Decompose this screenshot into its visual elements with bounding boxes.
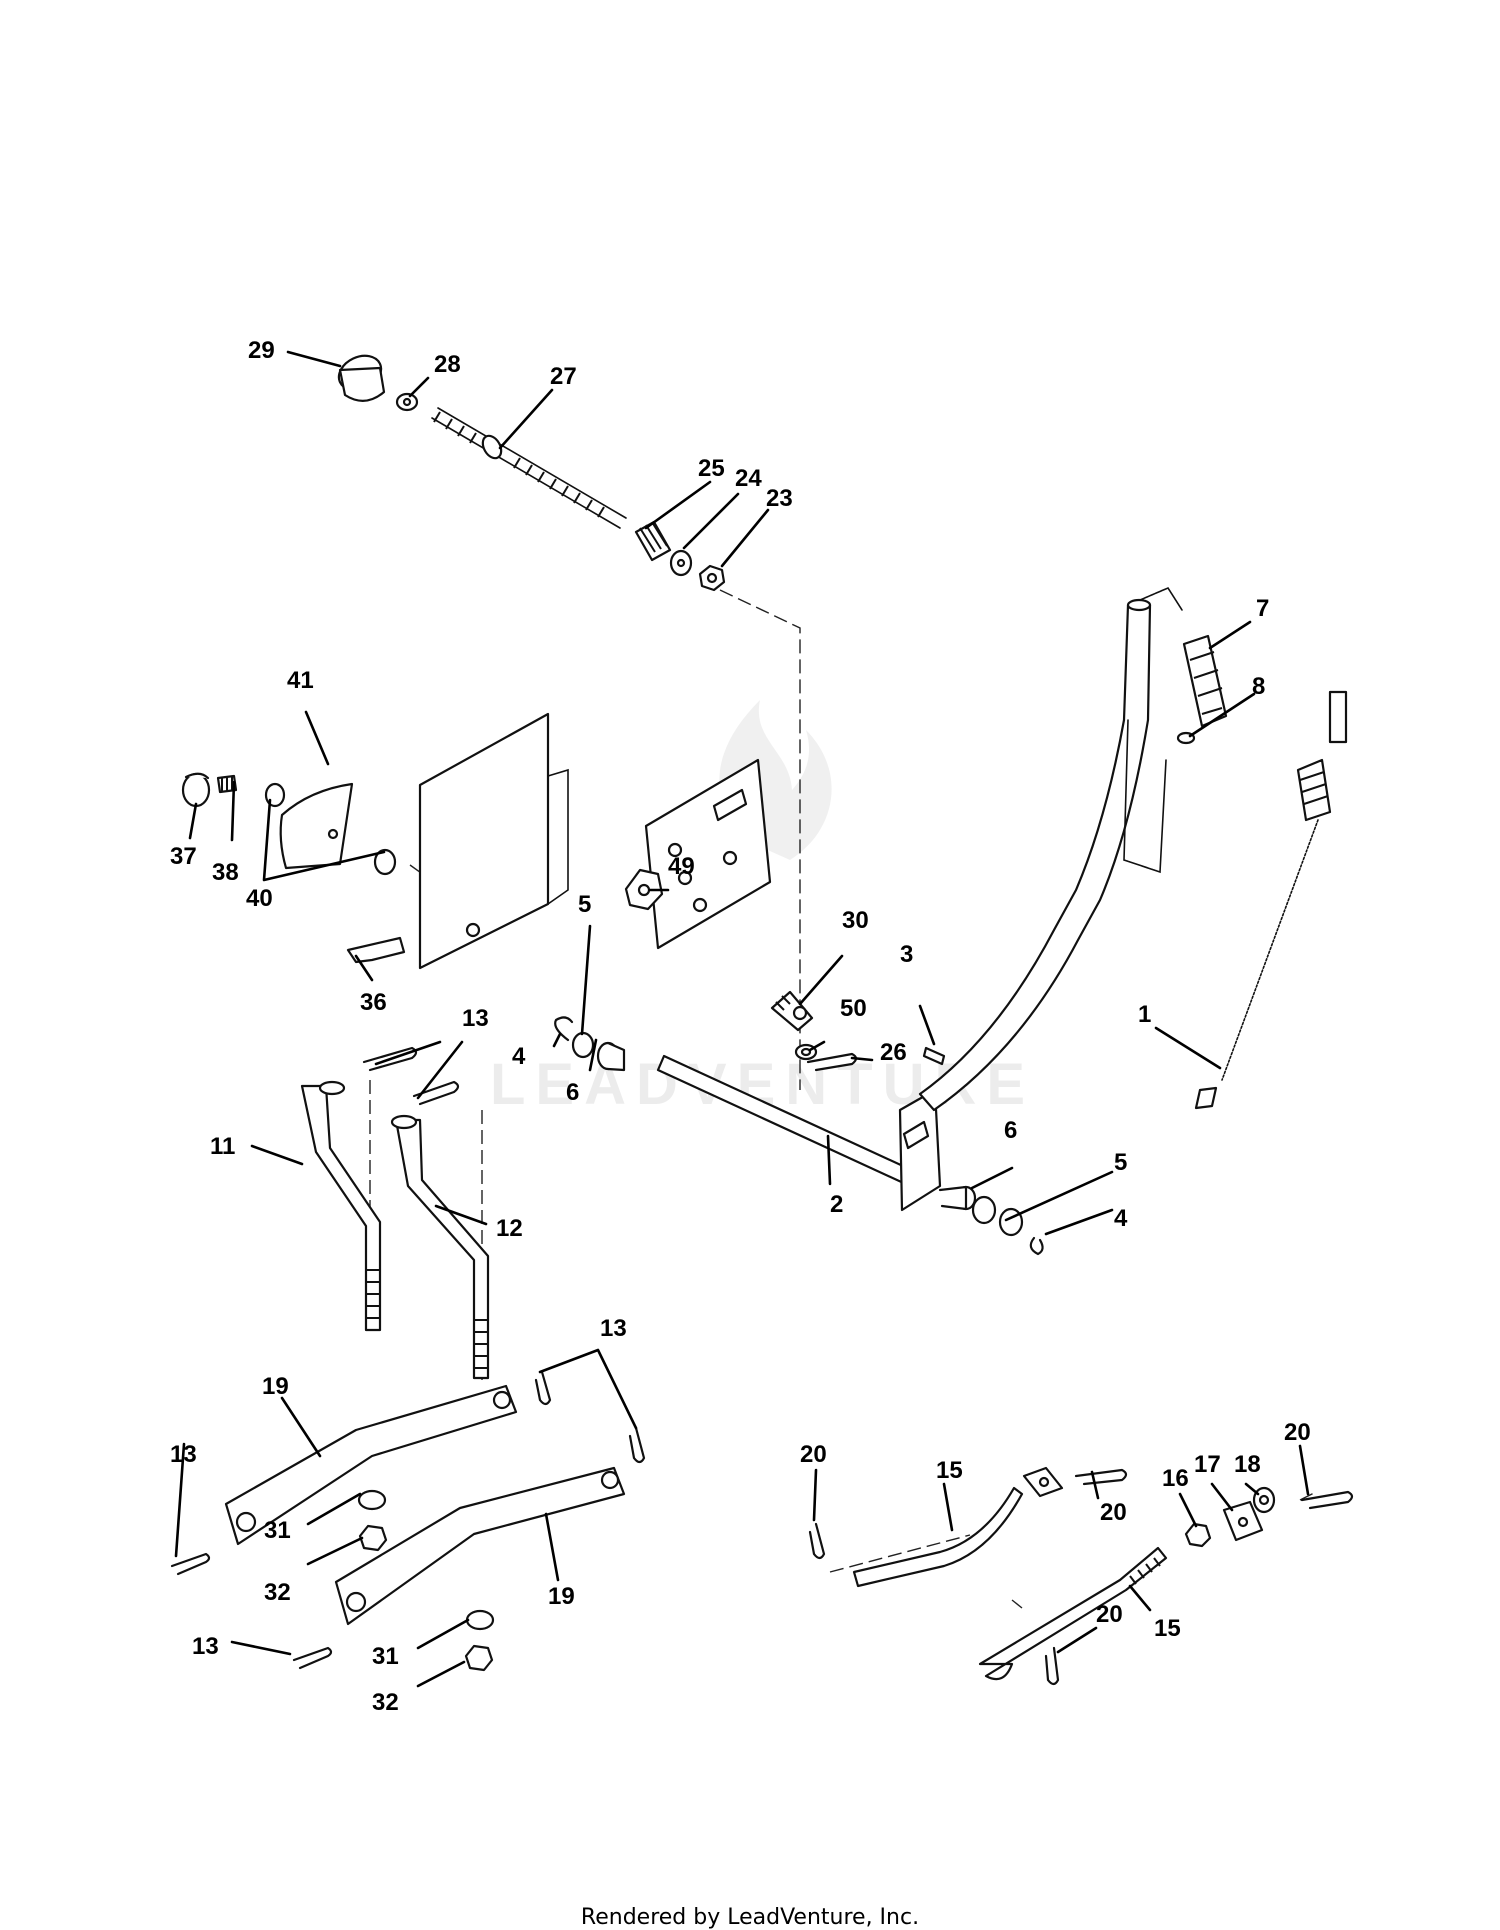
callout-20-c: 20 [1284, 1419, 1311, 1446]
ferrule-assembly [1022, 1466, 1064, 1498]
callout-17: 17 [1194, 1451, 1221, 1478]
lift-arm-upper [224, 1384, 518, 1546]
callout-31-a: 31 [264, 1517, 291, 1544]
callout-19-a: 19 [262, 1373, 289, 1400]
callout-15-a: 15 [936, 1457, 963, 1484]
rod-washer [669, 549, 693, 577]
callout-20-b: 20 [1100, 1499, 1127, 1526]
hairpins-deck [808, 1468, 1354, 1686]
callout-7: 7 [1256, 595, 1269, 622]
adjustment-swivel [770, 990, 814, 1032]
callout-4-a: 4 [512, 1043, 526, 1070]
callout-27: 27 [550, 363, 577, 390]
callout-13-b: 13 [600, 1315, 627, 1342]
callout-23: 23 [766, 485, 793, 512]
callout-28: 28 [434, 351, 461, 378]
callout-49: 49 [668, 853, 695, 880]
footer-credit: Rendered by LeadVenture, Inc. [580, 1905, 920, 1930]
callout-20-a: 20 [800, 1441, 827, 1468]
pivot-nut [624, 868, 664, 911]
callout-13-a: 13 [462, 1005, 489, 1032]
compression-spring [634, 520, 672, 562]
callout-3: 3 [900, 941, 913, 968]
callout-32-a: 32 [264, 1579, 291, 1606]
callout-26: 26 [880, 1039, 907, 1066]
callout-41: 41 [287, 667, 314, 694]
lift-handle [918, 598, 1152, 1112]
callout-50: 50 [840, 995, 867, 1022]
pivot-plate [644, 758, 772, 950]
indicator-cap [181, 772, 211, 808]
spacers [357, 1489, 495, 1631]
adjustment-knob [337, 354, 386, 402]
callout-13-c: 13 [170, 1441, 197, 1468]
hex-nuts [358, 1524, 494, 1672]
threaded-adjustment-rod [431, 407, 627, 529]
callout-40: 40 [246, 885, 273, 912]
grip-ghost-outline [1123, 586, 1183, 874]
deck-link-rod-left [852, 1486, 1024, 1588]
callout-37: 37 [170, 843, 197, 870]
callout-1: 1 [1138, 1001, 1151, 1028]
lift-link-left [300, 1080, 382, 1332]
callout-4-b: 4 [1114, 1205, 1128, 1232]
callout-30: 30 [842, 907, 869, 934]
callout-8: 8 [1252, 673, 1265, 700]
leader-lines [174, 350, 1310, 1688]
indicator-screw [216, 774, 238, 794]
callout-29: 29 [248, 337, 275, 364]
callouts: 29 28 27 25 24 23 41 37 38 40 36 49 5 4 … [170, 337, 1311, 1716]
callout-11: 11 [210, 1133, 235, 1160]
callout-31-b: 31 [372, 1643, 399, 1670]
roll-pin [922, 1046, 946, 1066]
lift-arm-lower [334, 1466, 626, 1626]
lift-link-right [390, 1114, 490, 1380]
callout-24: 24 [735, 465, 762, 492]
callout-18: 18 [1234, 1451, 1261, 1478]
callout-12: 12 [496, 1215, 523, 1242]
callout-2: 2 [830, 1191, 843, 1218]
callout-36: 36 [360, 989, 387, 1016]
callout-38: 38 [212, 859, 239, 886]
watermark: LEADVENTURE [490, 700, 1025, 1117]
callout-32-b: 32 [372, 1689, 399, 1716]
callout-19-b: 19 [548, 1583, 575, 1610]
spring-clip [346, 936, 406, 964]
knob-nut [395, 392, 419, 412]
shaft-bushing [596, 1041, 977, 1211]
height-indicator-bracket [279, 782, 354, 870]
callout-6-b: 6 [1004, 1117, 1017, 1144]
trunnion [1222, 1500, 1264, 1542]
callout-20-d: 20 [1096, 1601, 1123, 1628]
callout-5-a: 5 [578, 891, 591, 918]
handle-grip [1182, 634, 1228, 728]
callout-5-b: 5 [1114, 1149, 1127, 1176]
callout-25: 25 [698, 455, 725, 482]
deck-nut [1184, 1522, 1212, 1548]
callout-6-a: 6 [566, 1079, 579, 1106]
rod-nut [698, 564, 726, 592]
callout-15-b: 15 [1154, 1615, 1181, 1642]
deck-link-rod-right [978, 1546, 1168, 1681]
lift-cable [1194, 690, 1348, 1110]
callout-13-d: 13 [192, 1633, 219, 1660]
mounting-plate [418, 712, 569, 970]
callout-16: 16 [1162, 1465, 1189, 1492]
